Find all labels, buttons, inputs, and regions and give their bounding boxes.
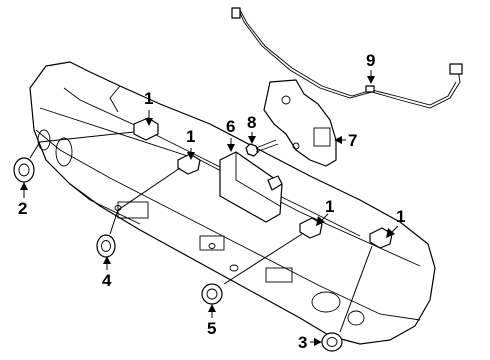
sensor-bezel-lower-left	[96, 234, 116, 258]
sensor-bezel-lower-center	[201, 283, 223, 305]
parking-sensor-center-right	[299, 217, 323, 239]
sensor-bezel-right	[321, 332, 343, 352]
svg-text:9: 9	[366, 51, 375, 70]
callout-7: 7	[334, 131, 357, 150]
parking-sensor-right	[369, 227, 393, 249]
callout-9: 9	[366, 51, 375, 84]
callout-1-right: 1	[386, 207, 405, 238]
callout-3: 3	[298, 333, 322, 352]
callout-1-center-right: 1	[316, 197, 334, 226]
sensor-bezel-left	[13, 157, 35, 183]
control-module	[219, 151, 283, 223]
svg-text:7: 7	[348, 131, 357, 150]
svg-text:5: 5	[207, 319, 216, 338]
svg-text:1: 1	[144, 89, 153, 108]
svg-text:6: 6	[226, 117, 235, 136]
bolt	[245, 139, 279, 157]
svg-text:4: 4	[102, 271, 112, 290]
svg-text:1: 1	[186, 127, 195, 146]
svg-text:1: 1	[396, 207, 405, 226]
svg-text:8: 8	[247, 113, 256, 132]
callout-1-center-left: 1	[186, 127, 195, 160]
svg-text:2: 2	[18, 199, 27, 218]
mounting-bracket	[263, 79, 337, 167]
callout-4: 4	[102, 256, 112, 290]
callout-1-top-left: 1	[144, 89, 153, 126]
callout-8: 8	[247, 113, 256, 144]
callout-2: 2	[18, 182, 28, 218]
callout-6: 6	[226, 117, 235, 152]
leader-lines	[29, 131, 373, 333]
wire-harness	[231, 7, 463, 109]
svg-text:3: 3	[298, 333, 307, 352]
svg-text:1: 1	[325, 197, 334, 216]
callout-5: 5	[207, 304, 216, 338]
